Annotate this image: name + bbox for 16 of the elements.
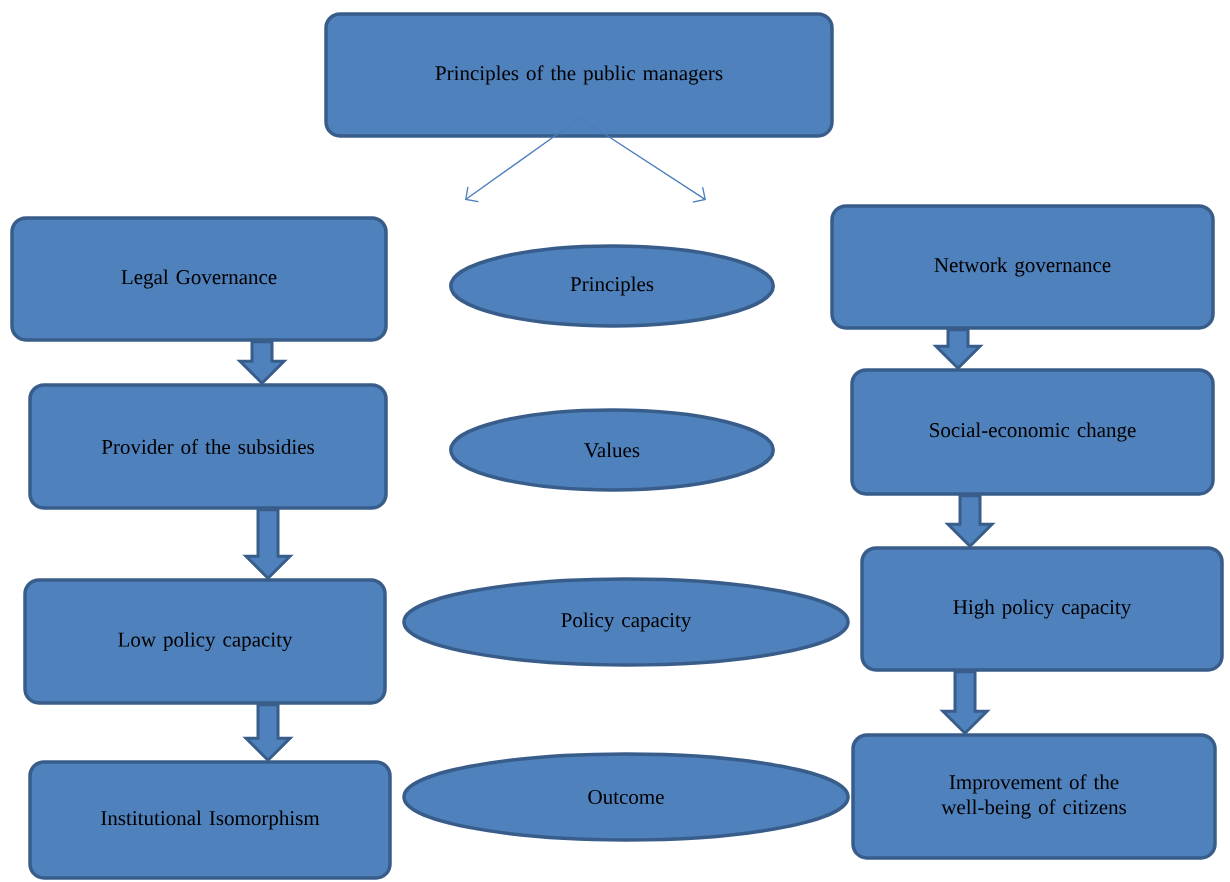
process-box: High policy capacity [860, 546, 1224, 672]
block-arrow [242, 508, 294, 581]
arrow [579, 117, 706, 203]
process-box: Principles of the public managers [324, 12, 834, 138]
block-arrow [944, 494, 996, 549]
process-box: Network governance [830, 204, 1215, 330]
process-box: Legal Governance [10, 216, 388, 342]
block-arrow [236, 340, 288, 386]
process-box: Improvement of the well-being of citizens [851, 733, 1217, 860]
block-arrow [242, 703, 294, 763]
process-box: Social-economic change [850, 368, 1215, 496]
process-box: Provider of the subsidies [28, 383, 388, 510]
block-arrow [939, 670, 991, 736]
process-box: Institutional Isomorphism [28, 760, 392, 880]
process-box: Low policy capacity [23, 578, 387, 705]
block-arrow [932, 328, 984, 371]
